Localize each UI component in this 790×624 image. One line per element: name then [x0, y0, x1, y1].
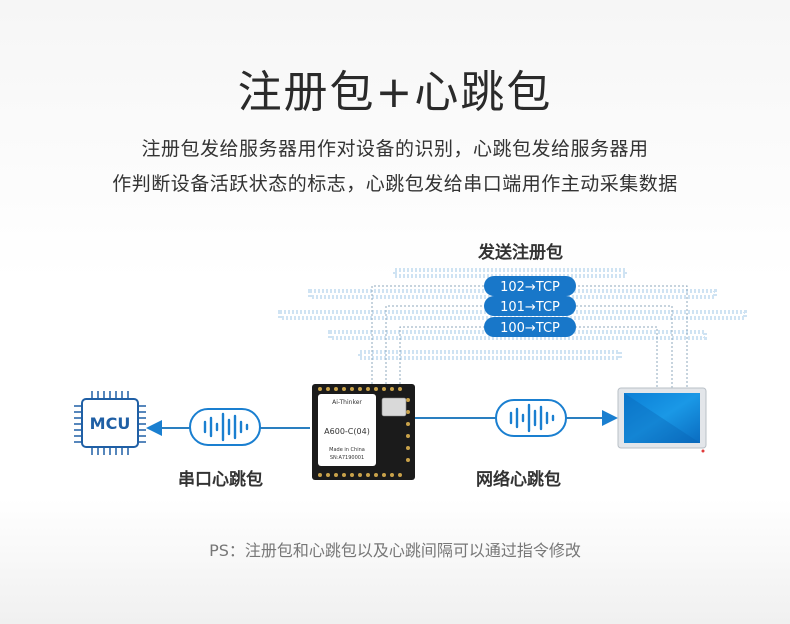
module-made-in: Made in China	[329, 447, 365, 453]
register-packet-label: 发送注册包	[478, 243, 563, 263]
module-sn: SN:A7190001	[330, 455, 364, 461]
description-line-1: 注册包发给服务器用作对设备的识别，心跳包发给服务器用	[141, 138, 649, 160]
module-model: A600-C(04)	[324, 427, 370, 436]
serial-waveform-icon	[189, 408, 261, 446]
module-brand: Ai-Thinker	[332, 399, 362, 406]
mcu-label: MCU	[90, 414, 131, 433]
page-title: 注册包+心跳包	[237, 67, 553, 118]
a600-module: Ai-Thinker A600-C(04) Made in China SN:A…	[312, 384, 415, 480]
footer-note: PS：注册包和心跳包以及心跳间隔可以通过指令修改	[209, 541, 581, 560]
packet-pill-102: 102→TCP	[484, 276, 576, 296]
packet-label-101: 101→TCP	[500, 300, 560, 315]
network-heartbeat-label: 网络心跳包	[476, 470, 561, 490]
server-screen-icon	[617, 387, 707, 453]
packet-label-102: 102→TCP	[500, 280, 560, 295]
packet-label-100: 100→TCP	[500, 321, 560, 336]
mcu-chip-icon: MCU	[74, 391, 146, 455]
packet-pill-101: 101→TCP	[484, 296, 576, 316]
network-waveform-icon	[495, 399, 567, 437]
packet-pill-100: 100→TCP	[484, 317, 576, 337]
serial-heartbeat-label: 串口心跳包	[178, 470, 263, 490]
description-line-2: 作判断设备活跃状态的标志，心跳包发给串口端用作主动采集数据	[112, 173, 678, 195]
